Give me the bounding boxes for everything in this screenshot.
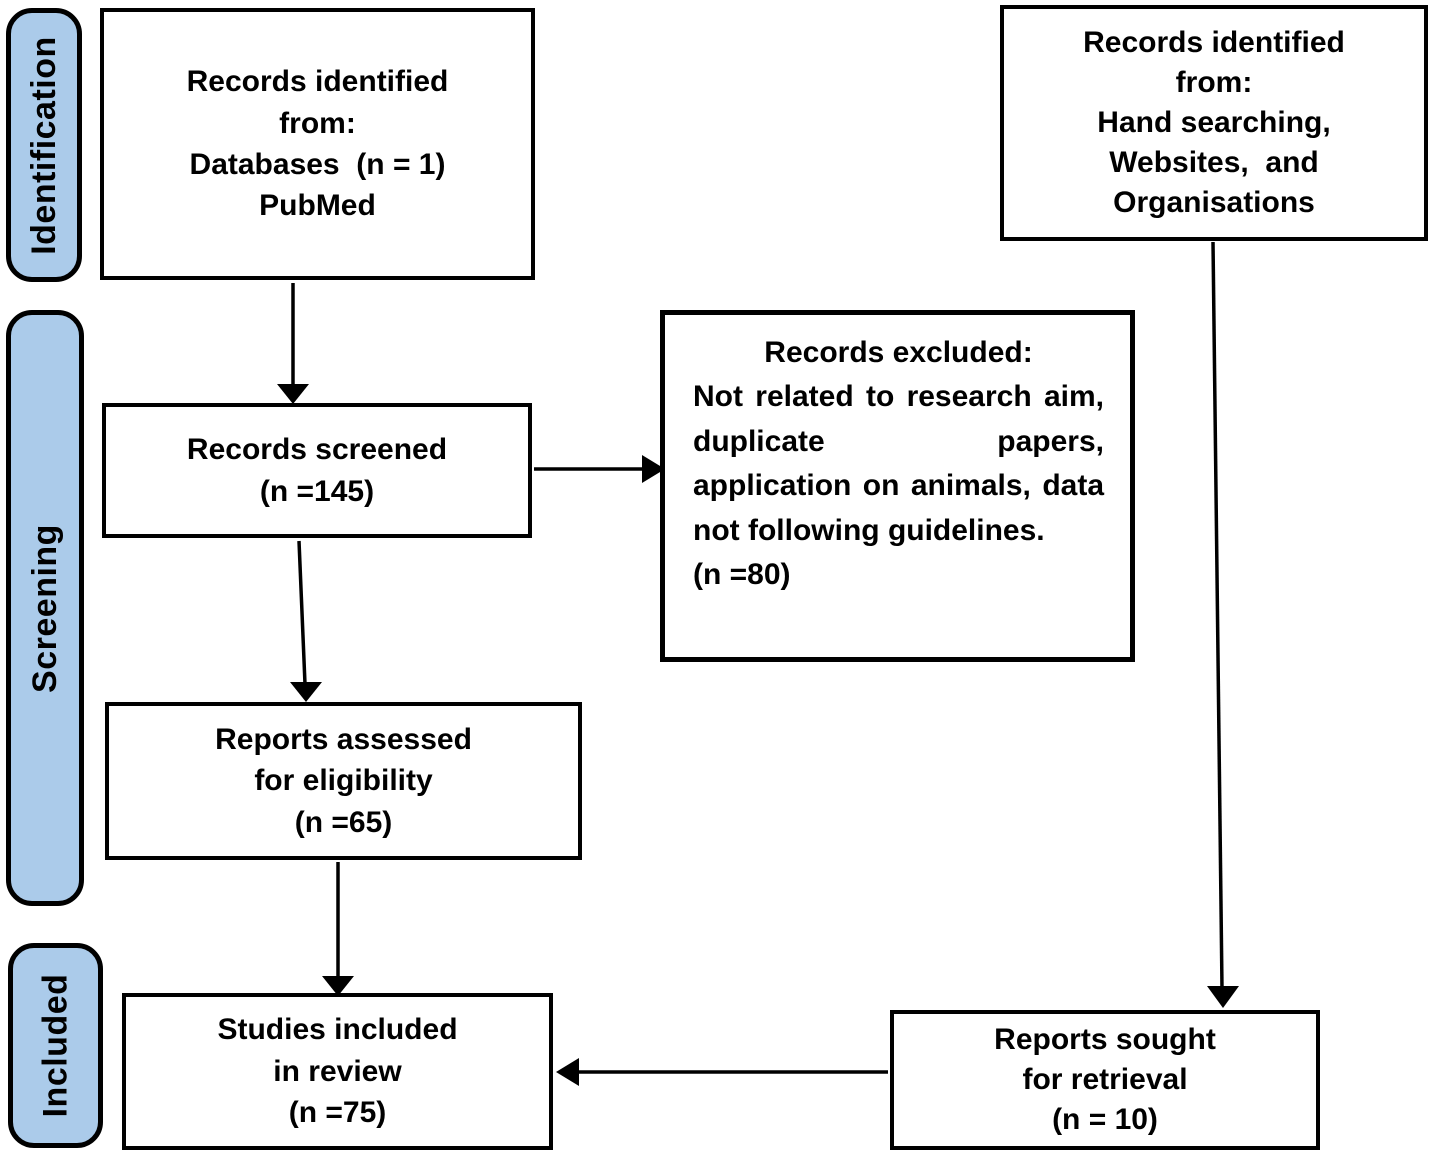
excluded-count: (n =80)	[693, 557, 791, 591]
box-text-line: Records identified	[186, 65, 449, 99]
arrow-identified-to-screened	[277, 283, 309, 404]
box-reports-assessed: Reports assessed for eligibility (n =65)	[105, 702, 582, 860]
box-text-line: Organisations	[1113, 185, 1315, 219]
stage-identification-label: Identification	[24, 35, 63, 255]
stage-identification: Identification	[6, 8, 82, 282]
box-records-identified-databases: Records identified from: Databases (n = …	[100, 8, 535, 280]
box-text-line: Websites, and	[1109, 145, 1319, 179]
box-text-line: Reports assessed	[215, 722, 472, 756]
box-text-line: (n =75)	[288, 1096, 387, 1130]
stage-screening: Screening	[6, 310, 84, 906]
box-text-line: Databases (n = 1)	[189, 148, 446, 181]
box-text-line: Records screened	[186, 433, 448, 467]
box-text-line: Reports sought	[994, 1023, 1216, 1057]
box-text-line: in review	[273, 1054, 402, 1088]
box-text-line: Hand searching,	[1097, 106, 1331, 140]
box-text-line: (n =65)	[294, 805, 393, 839]
box-reports-sought: Reports sought for retrieval (n = 10)	[890, 1010, 1320, 1150]
arrow-sought-to-included	[556, 1058, 888, 1086]
box-text-line: Records identified	[1083, 26, 1345, 60]
arrow-screened-to-excluded	[534, 455, 665, 483]
box-text-line: (n = 10)	[1052, 1102, 1158, 1136]
stage-included: Included	[8, 943, 103, 1148]
box-records-screened: Records screened (n =145)	[102, 403, 532, 538]
box-text-line: for retrieval	[1022, 1063, 1188, 1097]
box-text-line: (n =145)	[259, 474, 375, 508]
box-text-line: PubMed	[259, 189, 376, 223]
arrow-screened-to-assessed	[290, 540, 322, 702]
excluded-title: Records excluded:	[764, 336, 1033, 369]
box-records-excluded: Records excluded: Not related to researc…	[660, 310, 1135, 662]
box-text-line: for eligibility	[254, 764, 433, 798]
box-text-line: from:	[1175, 66, 1253, 100]
excluded-body: Not related to research aim, duplicate p…	[693, 380, 1104, 547]
box-text-line: from:	[279, 106, 356, 140]
arrow-handsearch-to-sought	[1207, 241, 1239, 1008]
stage-included-label: Included	[36, 973, 75, 1118]
box-studies-included: Studies included in review (n =75)	[122, 993, 553, 1150]
box-text-line: Studies included	[217, 1013, 458, 1047]
arrow-assessed-to-included	[322, 862, 354, 996]
box-records-identified-handsearch: Records identified from: Hand searching,…	[1000, 5, 1428, 241]
stage-screening-label: Screening	[25, 523, 64, 693]
